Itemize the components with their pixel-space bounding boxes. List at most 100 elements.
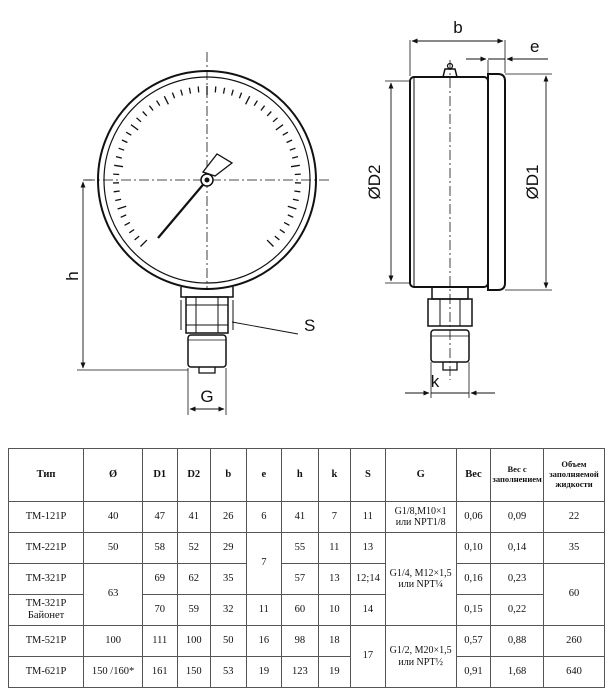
- scale-tick: [274, 235, 280, 241]
- scale-tick: [214, 86, 217, 93]
- scale-tick: [134, 235, 140, 241]
- cell-vol: 260: [543, 625, 605, 657]
- cell-s: 14: [350, 594, 386, 626]
- scale-tick: [238, 92, 243, 99]
- cell-type: ТМ-621Р: [7, 656, 85, 688]
- cell-s: 11: [350, 501, 386, 533]
- scale-tick: [253, 100, 258, 107]
- scale-tick: [287, 214, 294, 218]
- cell-d2: 52: [176, 532, 212, 564]
- front-ring: [487, 73, 506, 291]
- gauge-drawing: h S G: [63, 18, 552, 415]
- cell-wf: 0,23: [490, 563, 544, 595]
- scale-tick: [117, 205, 127, 210]
- header-cell: k: [317, 448, 352, 502]
- scale-tick: [140, 239, 148, 247]
- cell-s: 13: [350, 532, 386, 564]
- scale-tick: [275, 124, 284, 131]
- cell-w: 0,10: [455, 532, 492, 564]
- cell-w: 0,16: [455, 563, 492, 595]
- scale-tick: [171, 92, 176, 99]
- front-view: [77, 52, 330, 415]
- header-cell: Тип: [7, 448, 85, 502]
- leader-s: [231, 321, 299, 335]
- scale-tick: [115, 155, 122, 159]
- cell-wf: 0,22: [490, 594, 544, 626]
- cell-s: 17: [350, 625, 386, 688]
- cell-h: 98: [281, 625, 319, 657]
- scale-tick: [114, 164, 124, 168]
- scale-tick: [279, 228, 286, 234]
- cell-type: ТМ-321Р: [7, 563, 85, 595]
- scale-tick: [142, 111, 148, 117]
- cell-b: 26: [210, 501, 247, 533]
- cell-o: 100: [83, 625, 143, 657]
- cell-vol: 640: [543, 656, 605, 688]
- label-d1: ØD1: [523, 165, 542, 200]
- header-cell: D1: [142, 448, 178, 502]
- scale-tick: [266, 239, 274, 247]
- header-cell: Объем заполняемой жидкости: [543, 448, 605, 502]
- cell-k: 7: [317, 501, 352, 533]
- table-row: ТМ-621Р 150 /160* 161 150 53 19 123 19 0…: [7, 656, 605, 688]
- cell-wf: 0,14: [490, 532, 544, 564]
- scale-tick: [272, 117, 278, 123]
- cell-vol: 60: [543, 563, 605, 626]
- label-e: e: [530, 37, 539, 56]
- cell-b: 35: [210, 563, 247, 595]
- scale-tick: [120, 214, 127, 218]
- scale-tick: [115, 198, 122, 202]
- label-d2: ØD2: [365, 165, 384, 200]
- cell-w: 0,57: [455, 625, 492, 657]
- cell-s: 12;14: [350, 563, 386, 595]
- cell-type: ТМ-121Р: [7, 501, 85, 533]
- cell-d1: 161: [142, 656, 178, 688]
- table-row: ТМ-321Р Байонет 70 59 32 11 60 10 14 0,1…: [7, 594, 605, 626]
- cell-g: G1/4, М12×1,5 или NPT¼: [384, 532, 457, 626]
- scale-tick: [245, 95, 251, 105]
- header-cell: Ø: [83, 448, 143, 502]
- scale-tick: [230, 89, 234, 96]
- scale-tick: [148, 105, 154, 111]
- scale-tick: [136, 117, 142, 123]
- cell-wf: 0,88: [490, 625, 544, 657]
- scale-ticks: [112, 86, 302, 247]
- cell-d1: 70: [142, 594, 178, 626]
- cell-o: 63: [83, 563, 143, 626]
- header-cell: e: [245, 448, 283, 502]
- cell-d2: 100: [176, 625, 212, 657]
- cell-h: 55: [281, 532, 319, 564]
- scale-tick: [125, 131, 132, 136]
- scale-tick: [156, 100, 161, 107]
- cell-e: 11: [245, 594, 283, 626]
- cell-wf: 1,68: [490, 656, 544, 688]
- scale-tick: [290, 164, 300, 168]
- scale-tick: [118, 147, 125, 151]
- header-cell: D2: [176, 448, 212, 502]
- socket-hex: [185, 296, 229, 334]
- scale-tick: [222, 87, 226, 94]
- table-row: ТМ-321Р 63 69 62 35 57 13 12;14 0,16 0,2…: [7, 563, 605, 626]
- side-view: [385, 38, 552, 398]
- scale-tick: [289, 147, 296, 151]
- scale-tick: [197, 86, 200, 93]
- cell-d2: 59: [176, 594, 212, 626]
- pointer-needle: [157, 179, 208, 239]
- scale-tick: [286, 139, 293, 144]
- label-s: S: [304, 316, 315, 335]
- scale-tick: [113, 190, 120, 193]
- scale-tick: [282, 131, 289, 136]
- cell-b: 29: [210, 532, 247, 564]
- cell-e: 7: [245, 532, 283, 595]
- cell-d1: 58: [142, 532, 178, 564]
- table-row: ТМ-121Р 40 47 41 26 6 41 7 11 G1/8,М10×1…: [7, 501, 605, 533]
- scale-tick: [294, 190, 301, 193]
- scale-tick: [180, 89, 184, 96]
- cell-e: 6: [245, 501, 283, 533]
- label-g: G: [200, 387, 213, 406]
- cell-k: 13: [317, 563, 352, 595]
- label-b: b: [453, 18, 462, 37]
- table-header-row: Тип Ø D1 D2 b e h k S G Вес Вес с заполн…: [7, 448, 605, 502]
- cell-type: ТМ-521Р: [7, 625, 85, 657]
- spec-table: Тип Ø D1 D2 b e h k S G Вес Вес с заполн…: [7, 448, 605, 688]
